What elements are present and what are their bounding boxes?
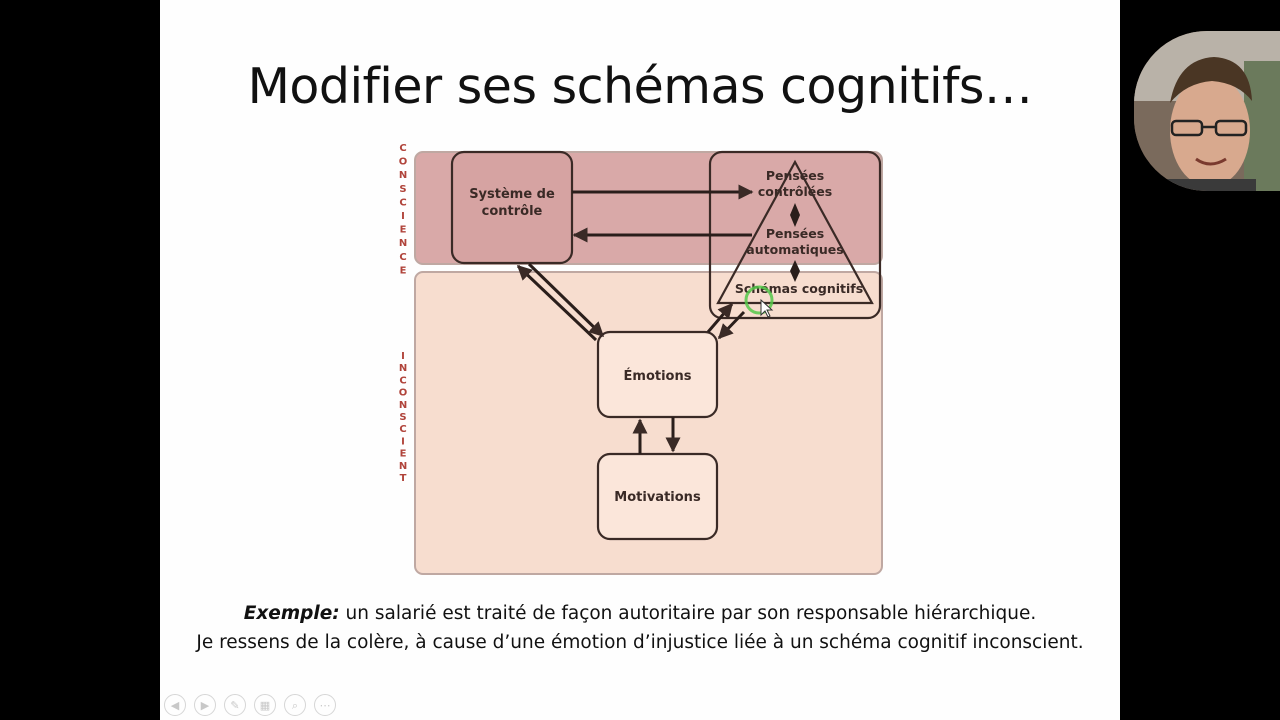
zone-letter: C — [399, 197, 406, 208]
presenter-webcam — [1134, 31, 1280, 191]
more-icon[interactable]: ⋯ — [314, 694, 336, 716]
zone-letter: N — [399, 400, 407, 411]
zone-letter: C — [399, 252, 406, 263]
arrow-emotions-to-schemas — [706, 302, 734, 333]
caption-line-1: Exemple: un salarié est traité de façon … — [160, 599, 1120, 628]
zoom-icon[interactable]: ⌕ — [284, 694, 306, 716]
zone-letter: C — [399, 424, 406, 435]
zone-letter: E — [400, 225, 407, 236]
emotions-label: Émotions — [624, 368, 692, 384]
slides-icon[interactable]: ▦ — [254, 694, 276, 716]
zone-letter: E — [400, 265, 407, 276]
motivations-box — [596, 452, 719, 541]
zone-letter: E — [400, 449, 407, 460]
zone-letter: I — [401, 436, 405, 447]
control-system-label-2: contrôle — [482, 204, 543, 219]
unconscious-zone — [414, 271, 883, 575]
automatic-thoughts-label-1: Pensées — [766, 226, 824, 241]
presenter-image — [1134, 31, 1280, 191]
zone-letter: I — [401, 351, 405, 362]
zone-letter: O — [399, 388, 408, 399]
zone-letter: C — [399, 143, 406, 154]
zone-letter: O — [399, 157, 408, 168]
caption-line-2: Je ressens de la colère, à cause d’une é… — [196, 632, 1084, 653]
next-icon[interactable]: ▶ — [194, 694, 216, 716]
arrow-emotions-to-control — [516, 264, 598, 342]
prev-icon[interactable]: ◀ — [164, 694, 186, 716]
pyramid-double-arrow-bottom — [790, 260, 800, 282]
zone-letter: N — [399, 461, 407, 472]
pointer-highlight — [744, 285, 774, 315]
zone-letter: S — [399, 412, 406, 423]
controlled-thoughts-label-2: contrôlées — [758, 184, 832, 199]
caption-line-1-text: un salarié est traité de façon autoritai… — [339, 603, 1037, 624]
mouse-cursor-icon — [760, 298, 774, 318]
zone-letter: N — [399, 170, 407, 181]
zone-letter: C — [399, 375, 406, 386]
pyramid-double-arrow-top — [790, 203, 800, 227]
arrow-control-to-emotions — [527, 262, 605, 338]
arrow-schemas-to-emotions — [717, 310, 746, 340]
thought-pyramid — [716, 159, 874, 305]
presentation-toolbar: ◀ ▶ ✎ ▦ ⌕ ⋯ — [164, 694, 336, 716]
zone-letter: N — [399, 363, 407, 374]
example-caption: Exemple: un salarié est traité de façon … — [160, 599, 1120, 657]
motivations-label: Motivations — [614, 490, 701, 505]
control-system-label-1: Système de — [469, 187, 555, 202]
automatic-thoughts-label-2: automatiques — [746, 242, 843, 257]
controlled-thoughts-label-1: Pensées — [766, 168, 824, 183]
zone-letter: S — [399, 184, 406, 195]
control-system-box — [450, 150, 574, 265]
zone-letter: T — [400, 473, 407, 484]
emotions-box — [596, 330, 719, 419]
example-label: Exemple: — [243, 603, 340, 624]
cognitive-schemas-label: Schémas cognitifs — [735, 281, 863, 296]
pen-icon[interactable]: ✎ — [224, 694, 246, 716]
slide-title: Modifier ses schémas cognitifs… — [247, 58, 1033, 115]
zone-letter: N — [399, 238, 407, 249]
zone-letter: I — [401, 211, 405, 222]
